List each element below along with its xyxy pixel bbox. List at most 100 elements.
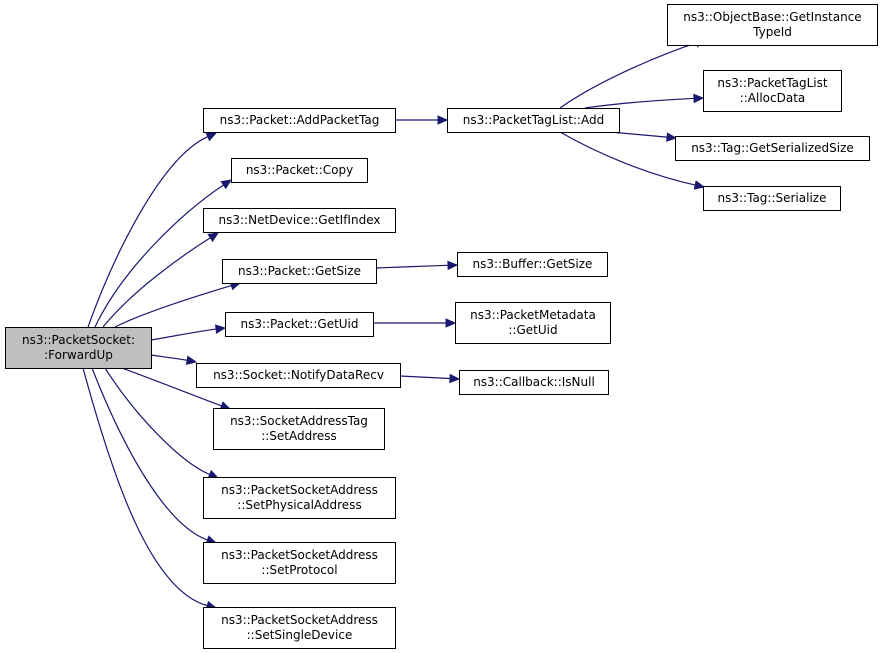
- node-root[interactable]: ns3::PacketSocket::ForwardUp: [5, 327, 152, 369]
- edge-notify-to-isnull: [399, 373, 461, 384]
- node-getifindex[interactable]: ns3::NetDevice::GetIfIndex: [203, 208, 396, 233]
- node-label: ns3::PacketSocket:: [22, 333, 135, 347]
- node-isnull[interactable]: ns3::Callback::IsNull: [459, 370, 609, 395]
- edge-taglistadd-to-allocdata: [584, 93, 705, 109]
- node-box[interactable]: [203, 542, 396, 584]
- edge-line: [102, 237, 211, 328]
- node-getser[interactable]: ns3::Tag::GetSerializedSize: [675, 136, 870, 161]
- node-getsize[interactable]: ns3::Packet::GetSize: [222, 259, 377, 284]
- node-metauid[interactable]: ns3::PacketMetadata::GetUid: [455, 302, 611, 344]
- arrowhead-icon: [207, 232, 220, 243]
- node-addtag[interactable]: ns3::Packet::AddPacketTag: [203, 108, 396, 133]
- node-box[interactable]: [5, 327, 152, 369]
- node-box[interactable]: [703, 70, 842, 112]
- node-box[interactable]: [222, 259, 377, 284]
- nodes: ns3::PacketSocket::ForwardUp ns3::Packet:…: [5, 4, 878, 649]
- node-setsingle[interactable]: ns3::PacketSocketAddress::SetSingleDevic…: [203, 607, 396, 649]
- node-box[interactable]: [203, 607, 396, 649]
- edge-root-to-getifindex: [102, 232, 220, 328]
- node-label: ns3::Callback::IsNull: [473, 375, 595, 389]
- node-label: ns3::Socket::NotifyDataRecv: [213, 368, 384, 382]
- node-bufsize[interactable]: ns3::Buffer::GetSize: [457, 252, 608, 277]
- node-box[interactable]: [231, 158, 368, 183]
- arrowhead-icon: [693, 93, 705, 104]
- arrowhead-icon: [447, 260, 459, 271]
- arrowhead-icon: [449, 373, 461, 384]
- edge-line: [87, 136, 209, 328]
- edge-taglistadd-to-serialize: [559, 131, 706, 190]
- node-label: ns3::PacketSocketAddress: [221, 613, 378, 627]
- edge-root-to-notify: [150, 354, 198, 365]
- edge-line: [375, 264, 449, 269]
- node-box[interactable]: [667, 4, 878, 46]
- edge-line: [150, 328, 217, 341]
- node-label: ::SetPhysicalAddress: [237, 498, 361, 512]
- edge-line: [82, 367, 208, 607]
- arrowhead-icon: [214, 324, 227, 334]
- node-box[interactable]: [203, 108, 396, 133]
- node-label: ns3::Packet::Copy: [246, 163, 353, 177]
- edge-taglistadd-to-objbase: [559, 38, 707, 109]
- node-label: ns3::PacketTagList: [717, 76, 827, 90]
- node-serialize[interactable]: ns3::Tag::Serialize: [703, 186, 841, 211]
- edge-line: [94, 184, 224, 328]
- edge-root-to-getuid: [150, 324, 227, 341]
- node-label: ::AllocData: [740, 91, 806, 105]
- node-getuid[interactable]: ns3::Packet::GetUid: [225, 312, 374, 337]
- node-label: ns3::PacketMetadata: [470, 308, 596, 322]
- arrowhead-icon: [693, 180, 706, 190]
- edge-line: [91, 367, 208, 541]
- edge-root-to-copy: [94, 179, 233, 328]
- edge-root-to-addtag: [87, 132, 218, 328]
- edge-taglistadd-to-getser: [609, 131, 678, 142]
- edge-line: [114, 285, 232, 328]
- arrowhead-icon: [220, 179, 233, 190]
- node-taglistadd[interactable]: ns3::PacketTagList::Add: [447, 108, 620, 133]
- node-label: ns3::Packet::AddPacketTag: [220, 113, 380, 127]
- node-label: TypeId: [752, 25, 792, 39]
- node-box[interactable]: [457, 252, 608, 277]
- edge-getuid-to-metauid: [373, 318, 457, 328]
- node-label: ::SetProtocol: [261, 563, 337, 577]
- edge-line: [559, 42, 697, 109]
- arrowhead-icon: [185, 355, 198, 365]
- edge-line: [150, 354, 188, 361]
- node-box[interactable]: [213, 408, 385, 450]
- node-box[interactable]: [459, 370, 609, 395]
- node-allocdata[interactable]: ns3::PacketTagList::AllocData: [703, 70, 842, 112]
- node-notify[interactable]: ns3::Socket::NotifyDataRecv: [196, 363, 401, 388]
- node-label: ::SetAddress: [261, 429, 337, 443]
- node-label: ns3::PacketSocketAddress: [221, 483, 378, 497]
- node-box[interactable]: [447, 108, 620, 133]
- edge-root-to-getsize: [114, 281, 242, 328]
- node-setphys[interactable]: ns3::PacketSocketAddress::SetPhysicalAdd…: [203, 477, 396, 519]
- edge-line: [399, 375, 451, 380]
- node-label: ns3::PacketSocketAddress: [221, 548, 378, 562]
- arrowhead-icon: [437, 115, 449, 125]
- node-box[interactable]: [455, 302, 611, 344]
- node-box[interactable]: [203, 208, 396, 233]
- node-label: :ForwardUp: [44, 348, 113, 362]
- node-copy[interactable]: ns3::Packet::Copy: [231, 158, 368, 183]
- node-box[interactable]: [203, 477, 396, 519]
- node-box[interactable]: [196, 363, 401, 388]
- node-box[interactable]: [225, 312, 374, 337]
- node-setproto[interactable]: ns3::PacketSocketAddress::SetProtocol: [203, 542, 396, 584]
- edge-root-to-setsingle: [82, 367, 218, 611]
- node-label: ns3::NetDevice::GetIfIndex: [219, 213, 381, 227]
- arrowhead-icon: [445, 318, 457, 328]
- node-label: ns3::Packet::GetSize: [238, 264, 361, 278]
- edge-line: [559, 131, 696, 186]
- node-label: ns3::SocketAddressTag: [230, 414, 368, 428]
- node-setaddr[interactable]: ns3::SocketAddressTag::SetAddress: [213, 408, 385, 450]
- edge-line: [104, 367, 210, 476]
- edge-root-to-setproto: [91, 367, 218, 545]
- edge-getsize-to-bufsize: [375, 260, 459, 271]
- edge-line: [584, 97, 695, 109]
- node-box[interactable]: [703, 186, 841, 211]
- node-box[interactable]: [675, 136, 870, 161]
- node-label: ns3::PacketTagList::Add: [463, 113, 604, 127]
- node-label: ::SetSingleDevice: [247, 628, 353, 642]
